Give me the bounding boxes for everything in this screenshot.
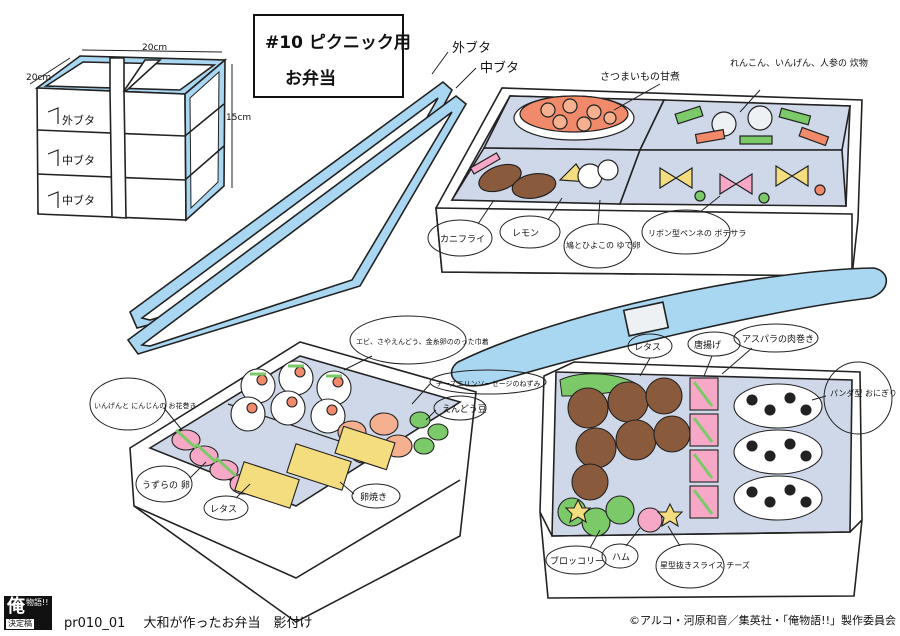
outer-lid-note: 外ブタ bbox=[452, 40, 491, 56]
tier-label-1: 外ブタ bbox=[62, 113, 95, 127]
sheet-code: pr010_01 bbox=[64, 616, 126, 631]
note-boiled-egg: 鳩とひよこの ゆで卵 bbox=[566, 240, 641, 250]
note-peas: えんどう豆 bbox=[442, 404, 487, 415]
strap bbox=[450, 267, 888, 387]
inner-lid-note: 中ブタ bbox=[480, 60, 519, 76]
note-kinchaku: エビ、さやえんどう、金糸卵ののった巾着 bbox=[356, 337, 489, 346]
logo-main-char: 俺 bbox=[7, 596, 25, 617]
note-lettuce-right: レタス bbox=[634, 342, 661, 353]
header-title: #10 ピクニック用 bbox=[265, 33, 411, 53]
note-lemon: レモン bbox=[512, 229, 539, 239]
note-bubbles bbox=[89, 83, 893, 589]
ribbon-pasta-salad bbox=[659, 164, 826, 204]
kinchaku-pouches bbox=[230, 360, 352, 434]
asparagus-rolls bbox=[689, 377, 719, 519]
karaage bbox=[567, 377, 691, 501]
footer-caption: pr010_01 大和が作ったお弁当 影付け bbox=[64, 612, 312, 631]
note-penne-salad: リボン型ペンネの ボテサラ bbox=[648, 229, 746, 238]
header-label-box: #10 ピクニック用 お弁当 bbox=[253, 14, 411, 98]
open-lids bbox=[126, 51, 477, 355]
note-tamagoyaki: 卵焼き bbox=[360, 492, 387, 503]
copyright-notice: ©アルコ・河原和音／集英社・「俺物語!!」製作委員会 bbox=[629, 614, 896, 627]
width-dimension: 20cm bbox=[142, 43, 167, 53]
height-dimension: 15cm bbox=[226, 113, 251, 123]
sheet-title: 大和が作ったお弁当 影付け bbox=[143, 616, 313, 631]
series-logo: 俺 物語!! 決定稿 bbox=[4, 596, 52, 630]
simmered-vegetables bbox=[674, 105, 830, 147]
panda-onigiri bbox=[733, 383, 823, 521]
note-karaage: 唐揚げ bbox=[694, 339, 721, 351]
note-panda-onigiri: パンダ型 おにぎり ×4 bbox=[830, 388, 900, 398]
crab-fry-compartment bbox=[469, 152, 619, 200]
note-quail-egg: うずらの 卵 bbox=[142, 480, 190, 491]
tier-label-2: 中ブタ bbox=[62, 153, 95, 167]
note-simmered-veg: れんこん、いんげん、人参の 炊物 bbox=[730, 57, 868, 69]
depth-dimension: 20cm bbox=[26, 73, 51, 83]
header-subtitle: お弁当 bbox=[285, 69, 336, 89]
note-star-cheese: 星型抜きスライス チーズ bbox=[660, 560, 750, 570]
note-asparagus: アスパラの肉巻き bbox=[742, 333, 814, 345]
tier-label-3: 中ブタ bbox=[62, 193, 95, 207]
note-crab-fry: カニフライ bbox=[440, 234, 485, 245]
note-lettuce-left: レタス bbox=[210, 504, 237, 515]
tamagoyaki bbox=[234, 425, 396, 509]
logo-small-text: 物語!! bbox=[26, 598, 49, 607]
logo-status: 決定稿 bbox=[6, 619, 34, 629]
note-sweet-potato: さつまいもの甘煮 bbox=[600, 70, 680, 83]
broccoli-ham-cheese bbox=[557, 495, 684, 537]
note-ham: ハム bbox=[612, 552, 630, 563]
note-broccoli: ブロッコリー bbox=[550, 555, 604, 567]
note-mouse-sausage: チーズエリンソーセージのねずみ bbox=[436, 379, 541, 388]
stacked-bento-box bbox=[29, 49, 233, 222]
sweet-potato-bowl bbox=[513, 95, 635, 141]
note-flower-rolls: いんげんと にんじんの お花巻き bbox=[94, 401, 196, 410]
